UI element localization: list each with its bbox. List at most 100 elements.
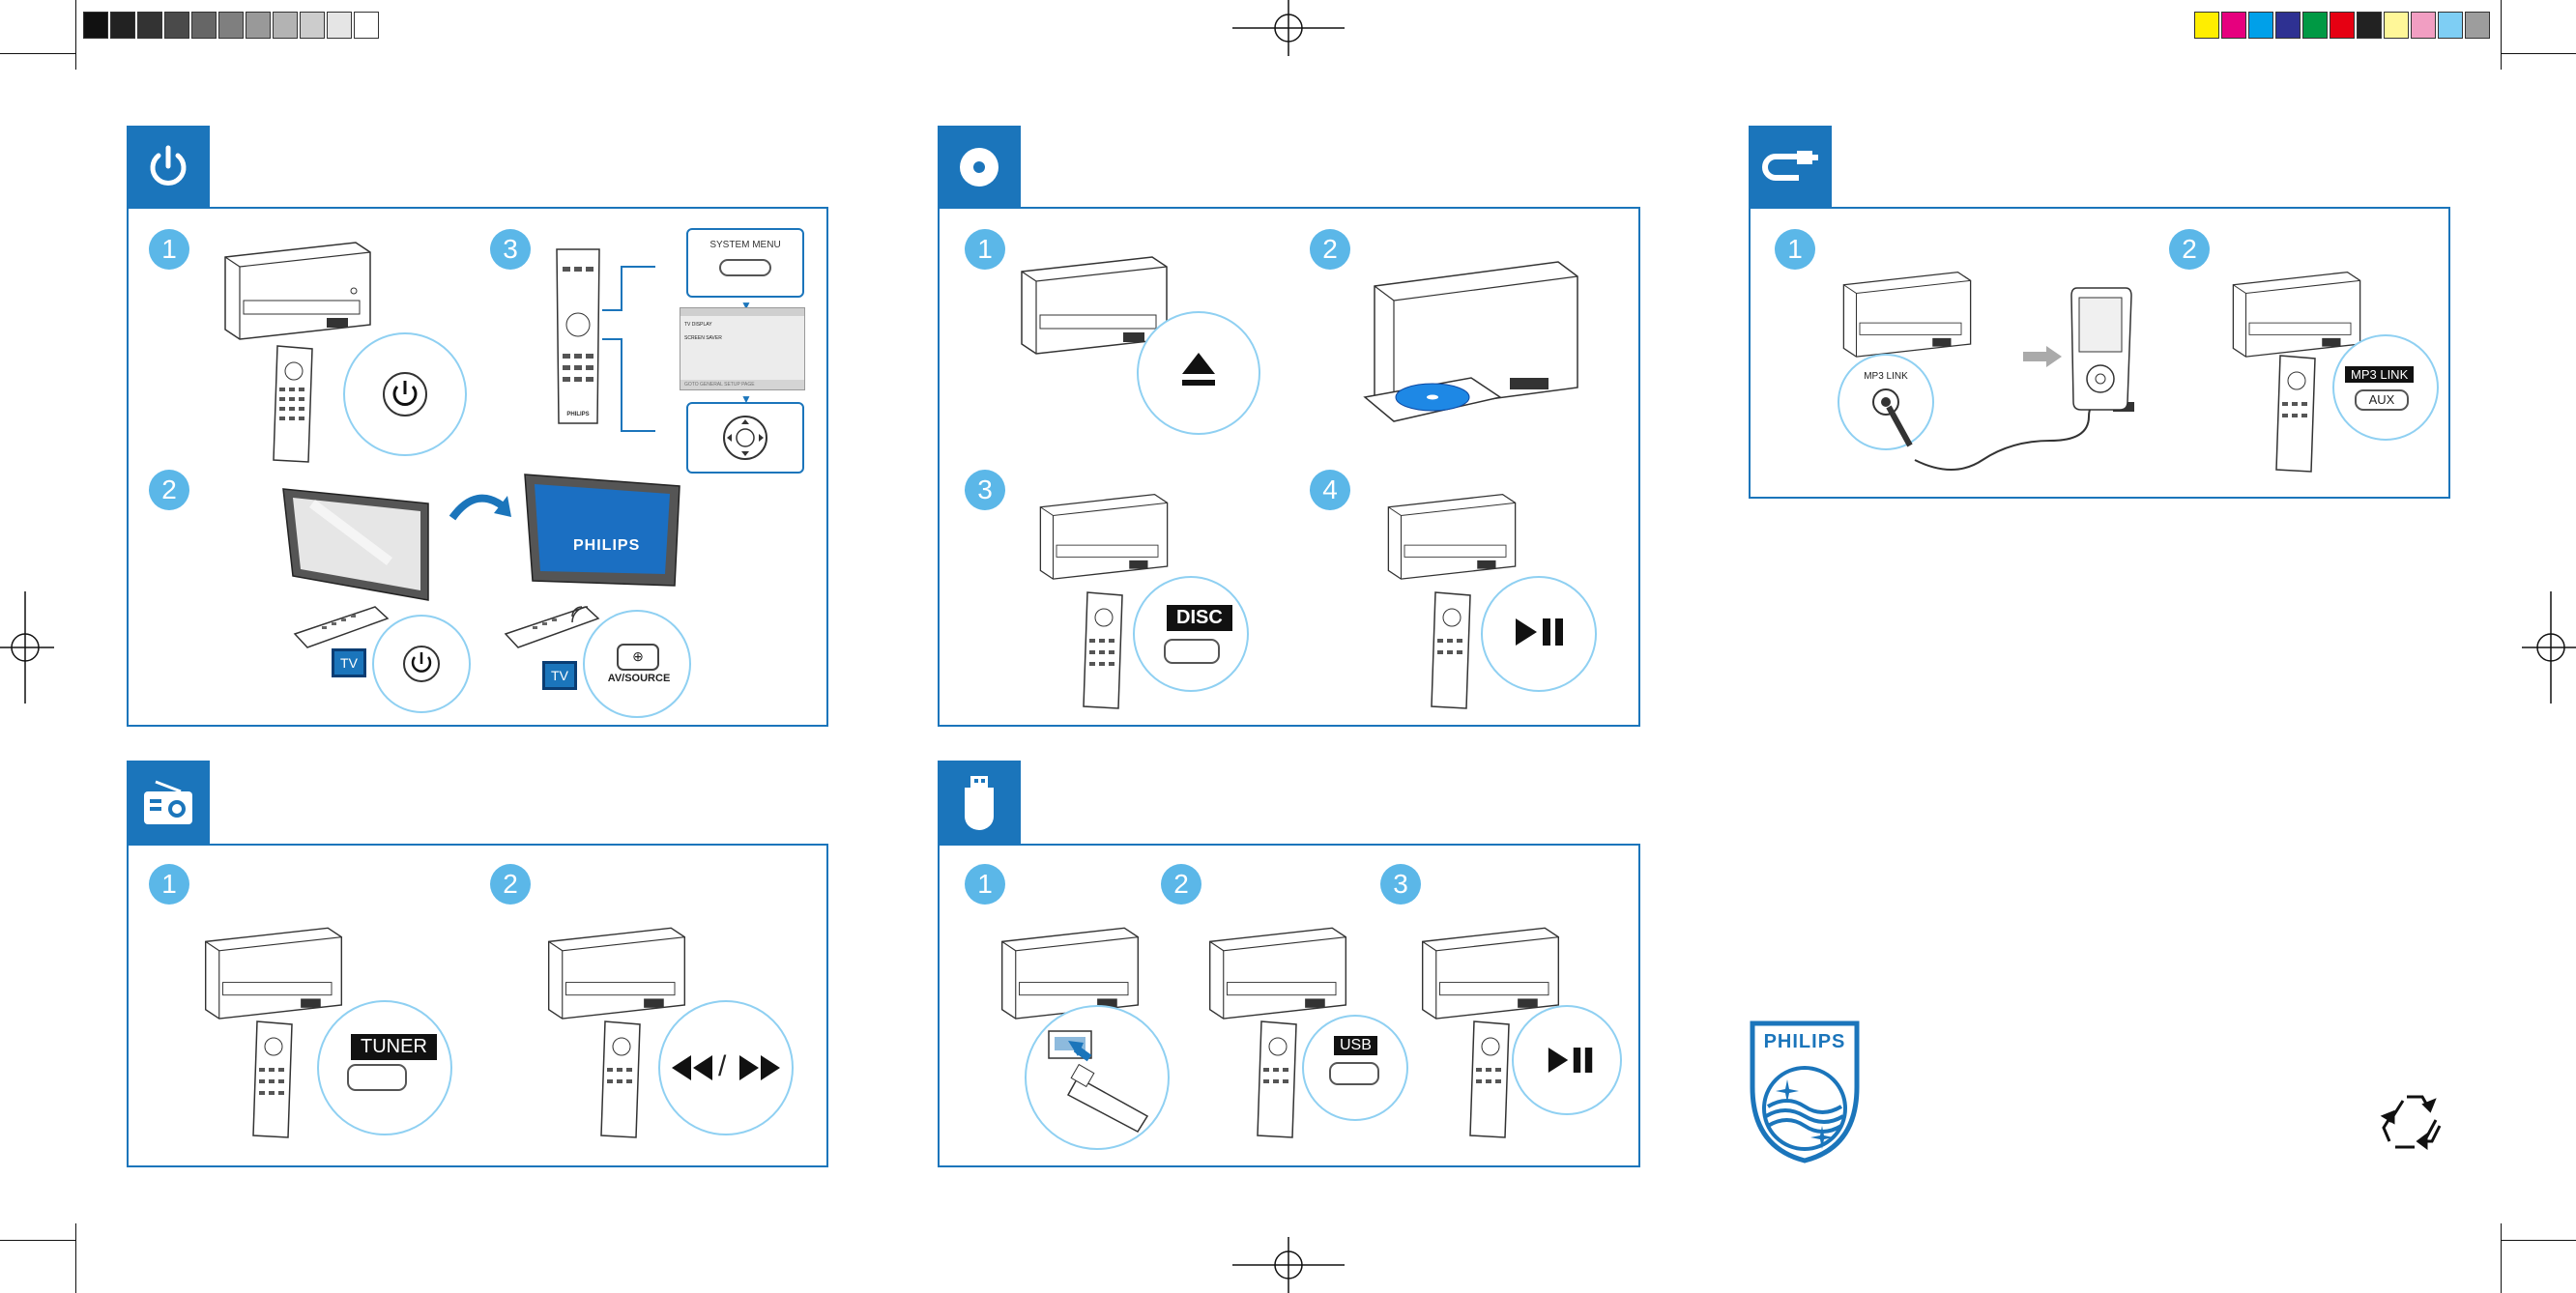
play-pause-icon — [1548, 1048, 1593, 1073]
tuner-button-label: TUNER — [351, 1034, 437, 1060]
remote-control-illustration — [252, 1020, 293, 1138]
color-swatch — [137, 12, 162, 39]
color-swatch — [2275, 12, 2301, 39]
zoom-bubble — [583, 610, 691, 718]
remote-control-illustration — [2275, 355, 2316, 473]
color-swatch — [246, 12, 271, 39]
seek-separator: / — [718, 1050, 727, 1082]
tv-badge: TV — [332, 648, 366, 677]
menu-screen: TV DISPLAY SCREEN SAVER GOTO GENERAL SET… — [680, 307, 805, 390]
svg-text:PHILIPS: PHILIPS — [566, 412, 589, 417]
power-button-icon — [383, 372, 427, 417]
step-number: 2 — [149, 470, 189, 510]
color-swatch — [83, 12, 108, 39]
color-swatch — [2194, 12, 2219, 39]
zoom-bubble — [2332, 334, 2439, 441]
philips-shield-icon — [1750, 1020, 1860, 1164]
registration-mark-left — [0, 591, 54, 704]
tuner-button — [347, 1064, 407, 1091]
zoom-bubble — [1481, 576, 1597, 692]
stereo-unit-illustration — [1039, 493, 1169, 580]
color-swatch — [300, 12, 325, 39]
mp3-link-small-label: MP3 LINK — [1864, 371, 1908, 382]
disc-button-label: DISC — [1167, 605, 1232, 631]
color-swatch — [2302, 12, 2328, 39]
remote-control-illustration — [1257, 1020, 1297, 1138]
navigation-callout — [686, 402, 804, 474]
step-number: 1 — [149, 864, 189, 905]
remote-control-illustration — [293, 606, 390, 648]
mp3-player-illustration — [2070, 287, 2132, 411]
remote-control-illustration — [504, 606, 600, 648]
system-menu-button — [719, 259, 771, 276]
remote-control-illustration — [600, 1020, 641, 1138]
color-swatch — [354, 12, 379, 39]
step-number: 1 — [149, 229, 189, 270]
zoom-bubble — [1025, 1005, 1170, 1150]
usb-button — [1329, 1062, 1379, 1085]
zoom-bubble — [1133, 576, 1249, 692]
usb-section-tab — [938, 761, 1021, 844]
remote-control-illustration — [273, 345, 313, 463]
eject-icon — [1182, 353, 1215, 386]
stereo-unit-illustration — [1000, 927, 1140, 1020]
menu-screen-line: SCREEN SAVER — [684, 335, 722, 341]
disc-section-panel: 1 2 3 DISC 4 — [938, 207, 1640, 727]
tv-on-illustration — [524, 474, 680, 587]
color-swatch — [2384, 12, 2409, 39]
remote-control-illustration: PHILIPS — [556, 248, 600, 424]
power-button-icon — [403, 646, 440, 682]
step-number: 2 — [1310, 229, 1350, 270]
av-source-button: ⊕ — [617, 644, 659, 671]
stereo-unit-illustration — [1421, 927, 1560, 1020]
philips-logo: PHILIPS — [1749, 1020, 1861, 1164]
registration-mark-top — [1232, 0, 1345, 56]
color-swatch — [110, 12, 135, 39]
recycle-icon — [2380, 1095, 2442, 1150]
color-swatch — [2465, 12, 2490, 39]
tv-badge: TV — [542, 661, 577, 690]
mp3-link-button-label: MP3 LINK — [2345, 366, 2415, 383]
disc-button — [1164, 639, 1220, 664]
remote-control-illustration — [1431, 591, 1471, 709]
curved-arrow — [449, 494, 511, 521]
mp3-section-tab — [1749, 126, 1832, 209]
power-section-panel: 1 3 PHILIPS SYSTEM MENU ▼ — [127, 207, 828, 727]
system-menu-label: SYSTEM MENU — [709, 240, 781, 250]
usb-insert-illustration — [1048, 1030, 1149, 1133]
step-number: 3 — [490, 229, 531, 270]
aux-button-label: AUX — [2368, 392, 2395, 407]
step-number: 1 — [1775, 229, 1815, 270]
arrow-right-icon — [2023, 346, 2062, 367]
registration-mark-bottom — [1232, 1237, 1345, 1293]
disc-section-tab — [938, 126, 1021, 209]
zoom-bubble — [1302, 1015, 1408, 1121]
down-arrow: ▼ — [740, 392, 752, 406]
cable-icon — [1762, 151, 1818, 181]
color-swatch — [2438, 12, 2463, 39]
step-number: 1 — [965, 864, 1005, 905]
signal-waves-icon — [571, 606, 589, 623]
mp3-section-panel: 1 MP3 LINK 2 — [1749, 207, 2450, 499]
av-source-label: AV/SOURCE — [607, 673, 671, 684]
color-swatch — [327, 12, 352, 39]
stereo-unit-illustration — [204, 927, 343, 1020]
step-number: 3 — [1380, 864, 1421, 905]
down-arrow: ▼ — [740, 299, 752, 312]
step-number: 4 — [1310, 470, 1350, 510]
radio-icon — [144, 780, 192, 824]
tuner-section-tab — [127, 761, 210, 844]
navigation-pad-icon — [723, 416, 767, 460]
mp3-link-label: MP3 LINK — [2345, 366, 2415, 384]
tuner-section-panel: 1 TUNER 2 / — [127, 844, 828, 1167]
aux-button: AUX — [2355, 389, 2409, 411]
seek-forward-icon — [739, 1055, 780, 1080]
step-number: 2 — [1161, 864, 1201, 905]
step-number: 2 — [490, 864, 531, 905]
stereo-unit-open-tray-illustration — [1363, 261, 1578, 422]
seek-back-icon — [672, 1055, 712, 1080]
power-section-tab — [127, 126, 210, 209]
philips-logo-text: PHILIPS — [1763, 1031, 1846, 1052]
audio-jack-icon — [1872, 388, 1913, 447]
power-icon — [150, 145, 187, 186]
